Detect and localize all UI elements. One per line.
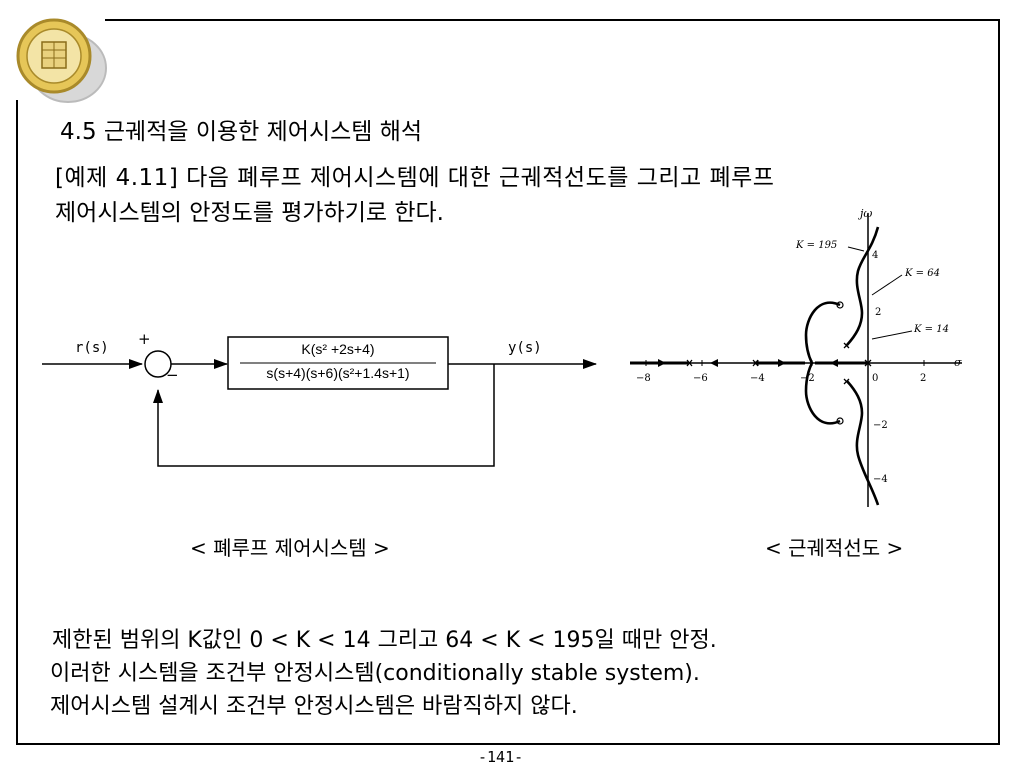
- locus-branch-upper-right: [846, 226, 880, 346]
- locus-branch-upper-left: [804, 301, 841, 364]
- x-tick-label: −8: [636, 373, 651, 384]
- block-diagram: [42, 336, 597, 467]
- locus-arrow: [658, 359, 666, 367]
- x-tick-label: −6: [693, 373, 708, 384]
- example-line-2: 제어시스템의 안정도를 평가하기로 한다.: [55, 200, 444, 226]
- y-tick-label: 2: [875, 307, 882, 318]
- output-label: y(s): [508, 340, 542, 356]
- x-tick-label: −4: [750, 373, 765, 384]
- imag-axis-label: jω: [860, 207, 873, 220]
- minus-sign: −: [166, 366, 179, 384]
- frame-right-line: [998, 19, 1000, 745]
- section-title: 4.5 근궤적을 이용한 제어시스템 해석: [60, 119, 423, 145]
- annotation-leader: [847, 246, 865, 252]
- university-seal-logo: [16, 18, 107, 103]
- y-tick-label: −4: [873, 474, 888, 485]
- feedback-path: [153, 364, 495, 467]
- annotation-k64: K = 64: [905, 268, 940, 279]
- annotation-leader: [871, 274, 903, 296]
- body-line-1: 제한된 범위의 K값인 0 < K < 14 그리고 64 < K < 195일…: [52, 628, 717, 653]
- root-locus-caption: < 근궤적선도 >: [765, 536, 904, 560]
- real-axis-label: σ: [954, 356, 962, 369]
- x-tick-label: −2: [800, 373, 815, 384]
- annotation-leader: [871, 330, 913, 340]
- example-line-1: [예제 4.11] 다음 폐루프 제어시스템에 대한 근궤적선도를 그리고 폐루…: [55, 165, 775, 191]
- block-diagram-caption: < 폐루프 제어시스템 >: [190, 536, 390, 560]
- frame-bottom-line: [16, 743, 1000, 745]
- y-tick-label: −2: [873, 420, 888, 431]
- frame-left-line: [16, 100, 18, 745]
- locus-arrow: [778, 359, 786, 367]
- y-tick-label: 4: [872, 250, 879, 261]
- annotation-k14: K = 14: [914, 324, 949, 335]
- body-line-2: 이러한 시스템을 조건부 안정시스템(conditionally stable …: [50, 661, 700, 686]
- locus-branch-lower-right: [846, 380, 880, 506]
- frame-top-line: [105, 19, 1000, 21]
- body-line-3: 제어시스템 설계시 조건부 안정시스템은 바람직하지 않다.: [50, 694, 578, 719]
- locus-arrow: [830, 359, 838, 367]
- annotation-k195: K = 195: [796, 240, 838, 251]
- x-tick-label: 0: [872, 373, 879, 384]
- x-tick-label: 2: [920, 373, 927, 384]
- input-label: r(s): [75, 340, 109, 356]
- root-locus-plot: [630, 213, 962, 507]
- page-number: -141-: [478, 748, 524, 766]
- tf-numerator: K(s² +2s+4): [301, 341, 375, 357]
- tf-denominator: s(s+4)(s+6)(s²+1.4s+1): [266, 365, 410, 381]
- plus-sign: +: [138, 330, 151, 348]
- locus-branch-lower-left: [804, 362, 841, 425]
- locus-arrow: [710, 359, 718, 367]
